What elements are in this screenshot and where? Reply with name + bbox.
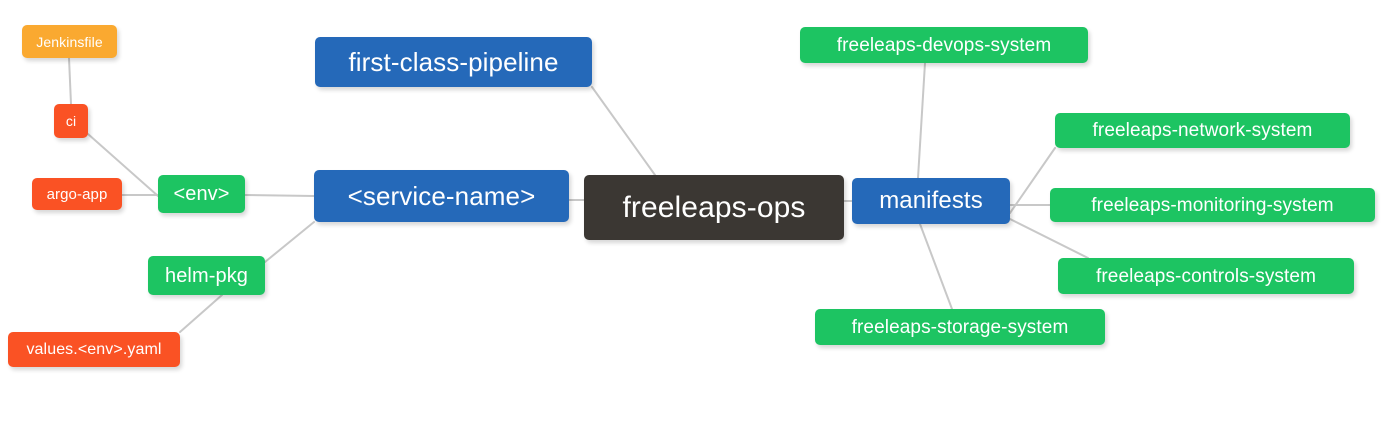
node-ci[interactable]: ci xyxy=(54,104,88,138)
node-label: freeleaps-controls-system xyxy=(1095,265,1317,287)
node-label: freeleaps-devops-system xyxy=(836,34,1052,56)
node-label: freeleaps-monitoring-system xyxy=(1091,194,1334,216)
edge-first-class-pipeline-to-freeleaps-ops xyxy=(591,86,656,176)
node-service-name[interactable]: <service-name> xyxy=(314,170,569,222)
node-freeleaps-monitoring-system[interactable]: freeleaps-monitoring-system xyxy=(1050,188,1375,222)
node-label: argo-app xyxy=(46,185,108,203)
edge-manifests-to-freeleaps-storage-system xyxy=(919,223,953,310)
node-label: values.<env>.yaml xyxy=(26,340,162,358)
node-freeleaps-devops-system[interactable]: freeleaps-devops-system xyxy=(800,27,1088,63)
node-label: freeleaps-network-system xyxy=(1092,120,1313,141)
edge-helm-pkg-to-service-name xyxy=(264,221,315,263)
node-label: Jenkinsfile xyxy=(36,33,103,50)
node-freeleaps-network-system[interactable]: freeleaps-network-system xyxy=(1055,113,1350,148)
edge-manifests-to-freeleaps-devops-system xyxy=(917,62,926,179)
node-helm-pkg[interactable]: helm-pkg xyxy=(148,256,265,295)
node-label: <env> xyxy=(173,183,230,205)
node-label: ci xyxy=(65,113,77,129)
node-argo-app[interactable]: argo-app xyxy=(32,178,122,210)
edge-env-to-service-name xyxy=(244,194,315,197)
node-jenkinsfile[interactable]: Jenkinsfile xyxy=(22,25,117,58)
node-label: <service-name> xyxy=(347,181,536,211)
edge-manifests-to-freeleaps-controls-system xyxy=(1009,218,1089,259)
node-label: helm-pkg xyxy=(164,264,249,287)
edge-values-yaml-to-helm-pkg xyxy=(179,294,223,333)
node-label: first-class-pipeline xyxy=(348,47,559,77)
edge-jenkinsfile-to-ci xyxy=(68,57,72,105)
edge-manifests-to-freeleaps-network-system xyxy=(1009,147,1056,214)
node-first-class-pipeline[interactable]: first-class-pipeline xyxy=(315,37,592,87)
node-label: manifests xyxy=(879,187,983,214)
node-manifests[interactable]: manifests xyxy=(852,178,1010,224)
node-freeleaps-storage-system[interactable]: freeleaps-storage-system xyxy=(815,309,1105,345)
node-values-yaml[interactable]: values.<env>.yaml xyxy=(8,332,180,367)
node-label: freeleaps-ops xyxy=(622,190,806,224)
node-freeleaps-controls-system[interactable]: freeleaps-controls-system xyxy=(1058,258,1354,294)
node-env[interactable]: <env> xyxy=(158,175,245,213)
node-label: freeleaps-storage-system xyxy=(851,316,1069,338)
node-freeleaps-ops[interactable]: freeleaps-ops xyxy=(584,175,844,240)
